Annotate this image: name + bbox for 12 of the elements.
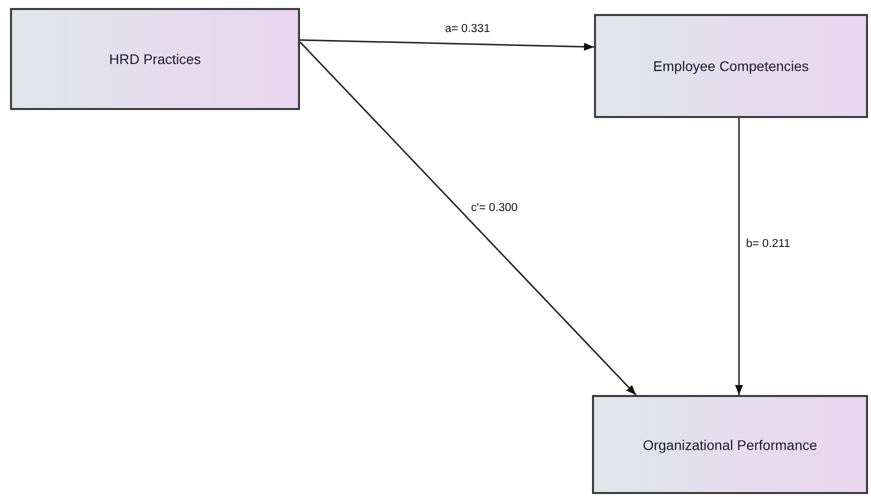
node-label: Organizational Performance (642, 436, 818, 452)
arrow (735, 118, 743, 395)
edge-label: c'= 0.300 (470, 202, 519, 214)
variable-box (594, 14, 868, 118)
arrow (299, 41, 637, 396)
variable-box (10, 8, 300, 110)
edge-label: b= 0.211 (745, 238, 792, 250)
arrow (300, 39, 594, 51)
variable-box (592, 395, 868, 494)
node-label: Employee Competencies (653, 58, 809, 74)
node-label: HRD Practices (109, 51, 201, 67)
edge-label: a= 0.331 (444, 23, 492, 35)
